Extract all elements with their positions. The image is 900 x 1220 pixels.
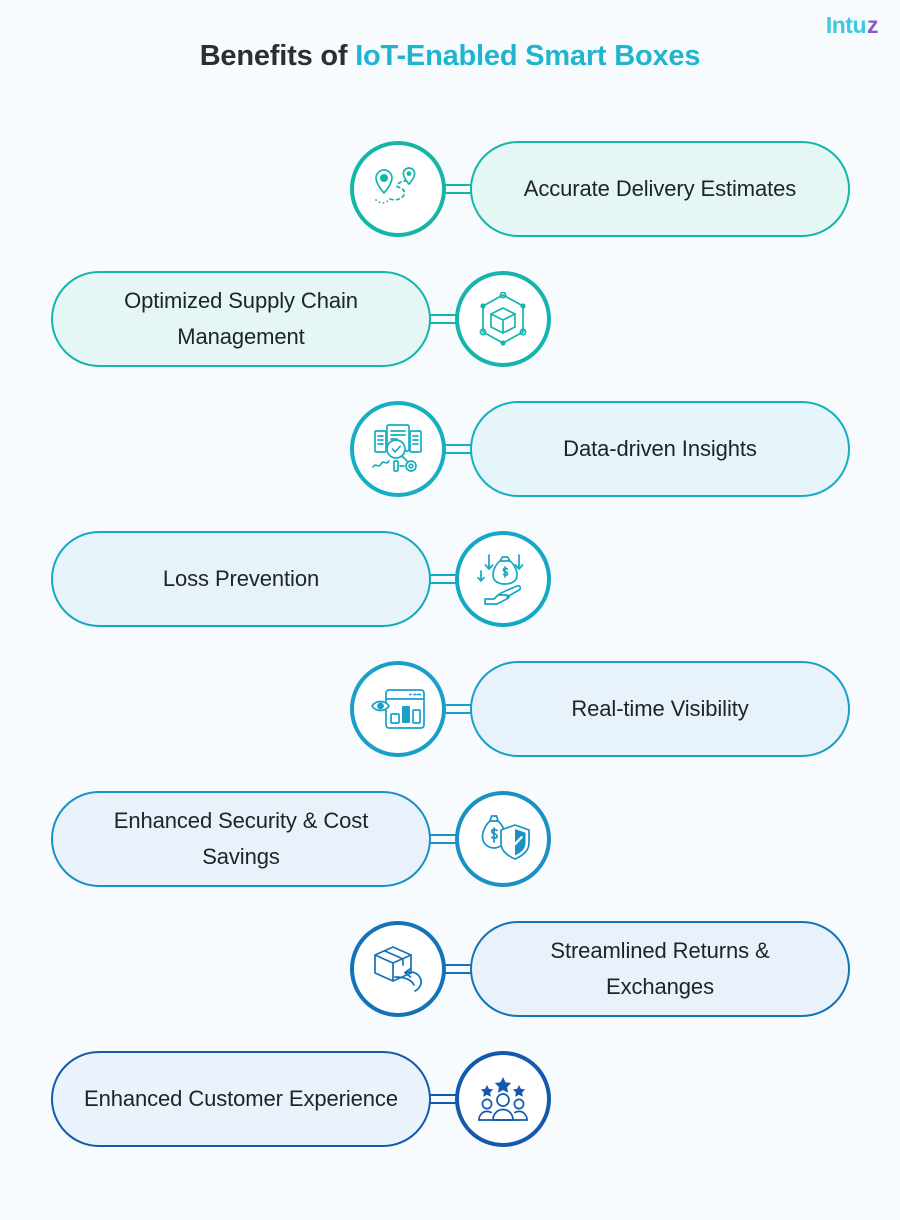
benefit-pill[interactable]: Enhanced Customer Experience	[51, 1051, 431, 1147]
people-stars-icon	[475, 1076, 531, 1122]
connector-line	[428, 572, 458, 586]
benefit-row: Data-driven Insights	[0, 384, 900, 514]
benefit-row: Enhanced Customer Experience	[0, 1034, 900, 1164]
logo-accent-letter: z	[867, 12, 879, 38]
intuz-logo: Intu z	[825, 12, 879, 38]
benefit-icon-circle[interactable]	[350, 401, 446, 497]
benefit-row: Accurate Delivery Estimates	[0, 124, 900, 254]
benefit-row: Real-time Visibility	[0, 644, 900, 774]
benefit-pill[interactable]: Data-driven Insights	[470, 401, 850, 497]
benefit-pill[interactable]: Streamlined Returns & Exchanges	[470, 921, 850, 1017]
benefit-label: Enhanced Customer Experience	[84, 1086, 398, 1112]
benefit-icon-circle[interactable]	[350, 921, 446, 1017]
connector-line	[428, 312, 458, 326]
benefit-pill[interactable]: Loss Prevention	[51, 531, 431, 627]
page-title-lead: Benefits of	[199, 40, 356, 72]
page-title: Benefits of IoT-Enabled Smart Boxes	[0, 40, 900, 73]
benefit-label: Enhanced Security & Cost Savings	[113, 808, 369, 869]
benefit-icon-circle[interactable]	[455, 1051, 551, 1147]
box-return-arrow-icon	[371, 943, 425, 995]
benefit-row: Loss Prevention	[0, 514, 900, 644]
benefit-icon-circle[interactable]	[350, 661, 446, 757]
benefit-icon-circle[interactable]	[350, 141, 446, 237]
benefit-icon-circle[interactable]	[455, 531, 551, 627]
benefit-pill[interactable]: Optimized Supply Chain Management	[51, 271, 431, 367]
money-bag-down-arrow-icon	[475, 553, 531, 605]
benefit-pill[interactable]: Accurate Delivery Estimates	[470, 141, 850, 237]
eye-dashboard-icon	[370, 686, 426, 732]
benefit-icon-circle[interactable]	[455, 791, 551, 887]
connector-line	[443, 442, 473, 456]
benefit-row: Enhanced Security & Cost Savings	[0, 774, 900, 904]
benefit-row: Streamlined Returns & Exchanges	[0, 904, 900, 1034]
benefit-pill[interactable]: Real-time Visibility	[470, 661, 850, 757]
benefit-label: Accurate Delivery Estimates	[523, 176, 797, 202]
connector-line	[443, 182, 473, 196]
logo-text: Intu	[825, 12, 867, 38]
document-magnifier-icon	[371, 423, 425, 475]
connector-line	[443, 702, 473, 716]
benefit-pill[interactable]: Enhanced Security & Cost Savings	[51, 791, 431, 887]
connector-line	[428, 1092, 458, 1106]
benefit-label: Data-driven Insights	[563, 436, 757, 462]
money-shield-icon	[476, 813, 530, 865]
connector-line	[443, 962, 473, 976]
benefit-icon-circle[interactable]	[455, 271, 551, 367]
connector-line	[428, 832, 458, 846]
benefit-label: Streamlined Returns & Exchanges	[550, 938, 770, 999]
benefit-label: Loss Prevention	[162, 566, 320, 592]
benefit-row: Optimized Supply Chain Management	[0, 254, 900, 384]
page-title-highlight: IoT-Enabled Smart Boxes	[355, 40, 701, 72]
network-box-icon	[477, 292, 529, 346]
benefit-label: Real-time Visibility	[571, 696, 749, 722]
benefit-label: Optimized Supply Chain Management	[124, 288, 358, 349]
location-route-icon	[370, 164, 426, 214]
